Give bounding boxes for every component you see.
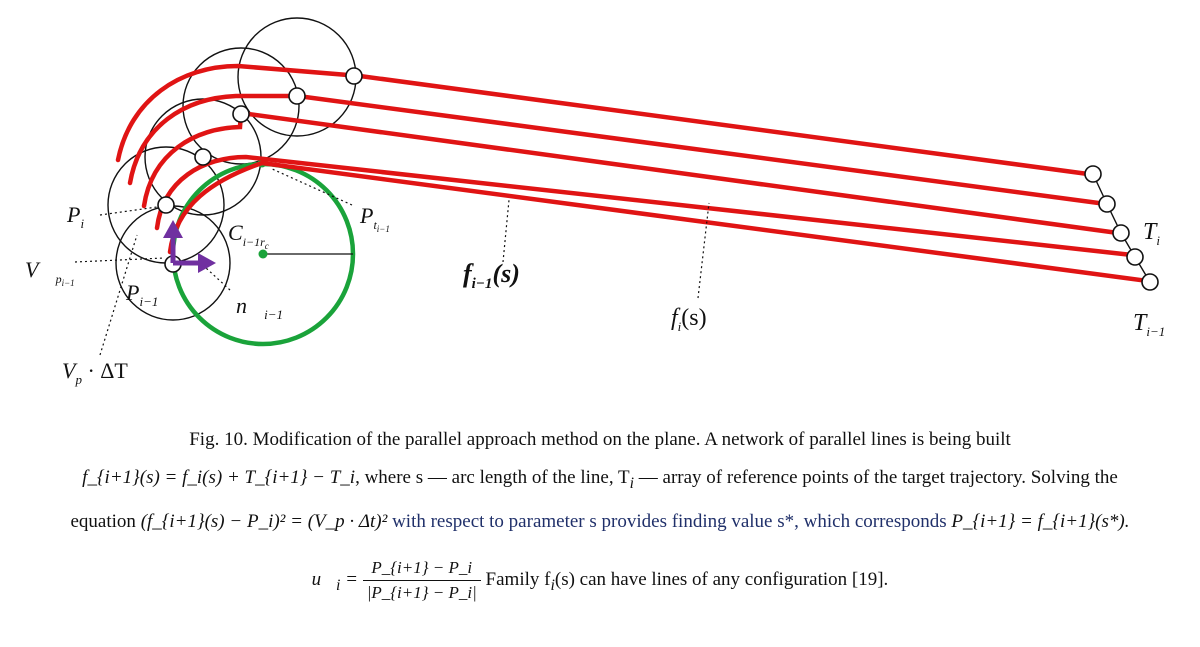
caption-sub-2: i bbox=[629, 474, 635, 492]
target-point-2 bbox=[1098, 195, 1116, 213]
parallel-line-3 bbox=[141, 110, 1121, 236]
label-t-im1: Ti−1 bbox=[1133, 310, 1165, 339]
label-f-im1: fi−1(s) bbox=[463, 259, 520, 292]
label-c: Ci−1rc bbox=[228, 220, 269, 251]
solution-formula: P_{i+1} = f_{i+1}(s*). bbox=[951, 511, 1130, 532]
leader-vp-dt bbox=[99, 234, 138, 356]
caption-text-4: Family fi(s) can have lines of any confi… bbox=[485, 568, 889, 594]
target-point-1 bbox=[1084, 165, 1102, 183]
label-p-im1: Pi−1 bbox=[125, 280, 158, 309]
label-p-i: Pi bbox=[66, 202, 84, 231]
parallel-approach-figure: Pi V⃗pi−1 Pi−1 Vp · ΔT Ci−1rc Pti−1 n⃗i−… bbox=[25, 17, 1165, 387]
caption-line-1: Fig. 10. Modification of the parallel ap… bbox=[0, 428, 1200, 452]
velocity-vector-head bbox=[163, 220, 183, 238]
fraction-denominator: |P_{i+1} − P_i| bbox=[366, 583, 477, 602]
caption-line-4: u⃗i = P_{i+1} − P_i |P_{i+1} − P_i| Fami… bbox=[0, 556, 1200, 612]
label-t-i: Ti bbox=[1143, 219, 1160, 248]
caption-text-1: Fig. 10. Modification of the parallel ap… bbox=[189, 429, 1011, 450]
unit-vector-lhs: u⃗i = bbox=[311, 568, 358, 594]
target-point-t-i bbox=[1112, 224, 1130, 242]
point-p-i2 bbox=[194, 148, 212, 166]
label-p-t: Pti−1 bbox=[359, 203, 390, 234]
unit-vector-fraction: P_{i+1} − P_i |P_{i+1} − P_i| bbox=[362, 556, 481, 605]
point-p-i5 bbox=[345, 67, 363, 85]
normal-vector-head bbox=[198, 253, 216, 273]
label-n: n⃗i−1 bbox=[236, 293, 283, 322]
label-vp-dt: Vp · ΔT bbox=[62, 358, 128, 387]
caption-tail-2: — array of reference points of the targe… bbox=[634, 467, 1118, 488]
u-sub: i bbox=[335, 576, 341, 594]
leader-f-i bbox=[697, 202, 710, 299]
caption-text-2: , where s — arc length of the line, T bbox=[355, 467, 630, 488]
recurrence-formula: f_{i+1}(s) = f_i(s) + T_{i+1} − T_i bbox=[82, 467, 356, 488]
fraction-numerator: P_{i+1} − P_i bbox=[362, 556, 481, 581]
caption-line-2: f_{i+1}(s) = f_i(s) + T_{i+1} − T_i, whe… bbox=[0, 466, 1200, 496]
equation-formula: (f_{i+1}(s) − P_i)² = (V_p · Δt)² bbox=[140, 511, 388, 532]
u-symbol: u⃗ bbox=[311, 568, 336, 590]
range-circle-4 bbox=[182, 47, 300, 165]
caption-line-3: equation (f_{i+1}(s) − P_i)² = (V_p · Δt… bbox=[0, 510, 1200, 534]
caption-lead-3: equation bbox=[70, 511, 136, 532]
leader-n bbox=[205, 267, 231, 291]
target-point-4 bbox=[1126, 248, 1144, 266]
parallel-line-1 bbox=[115, 63, 1091, 177]
target-point-t-im1 bbox=[1141, 273, 1159, 291]
point-p-i4 bbox=[288, 87, 306, 105]
label-v-p: V⃗pi−1 bbox=[25, 257, 75, 288]
point-p-i3 bbox=[232, 105, 250, 123]
circle-center bbox=[258, 249, 268, 259]
label-f-i: fi(s) bbox=[671, 305, 707, 334]
caption-mid-3: with respect to parameter s provides fin… bbox=[392, 511, 947, 532]
leader-f-im1 bbox=[502, 199, 510, 263]
parallel-line-2 bbox=[127, 93, 1109, 207]
point-p-i bbox=[157, 196, 175, 214]
